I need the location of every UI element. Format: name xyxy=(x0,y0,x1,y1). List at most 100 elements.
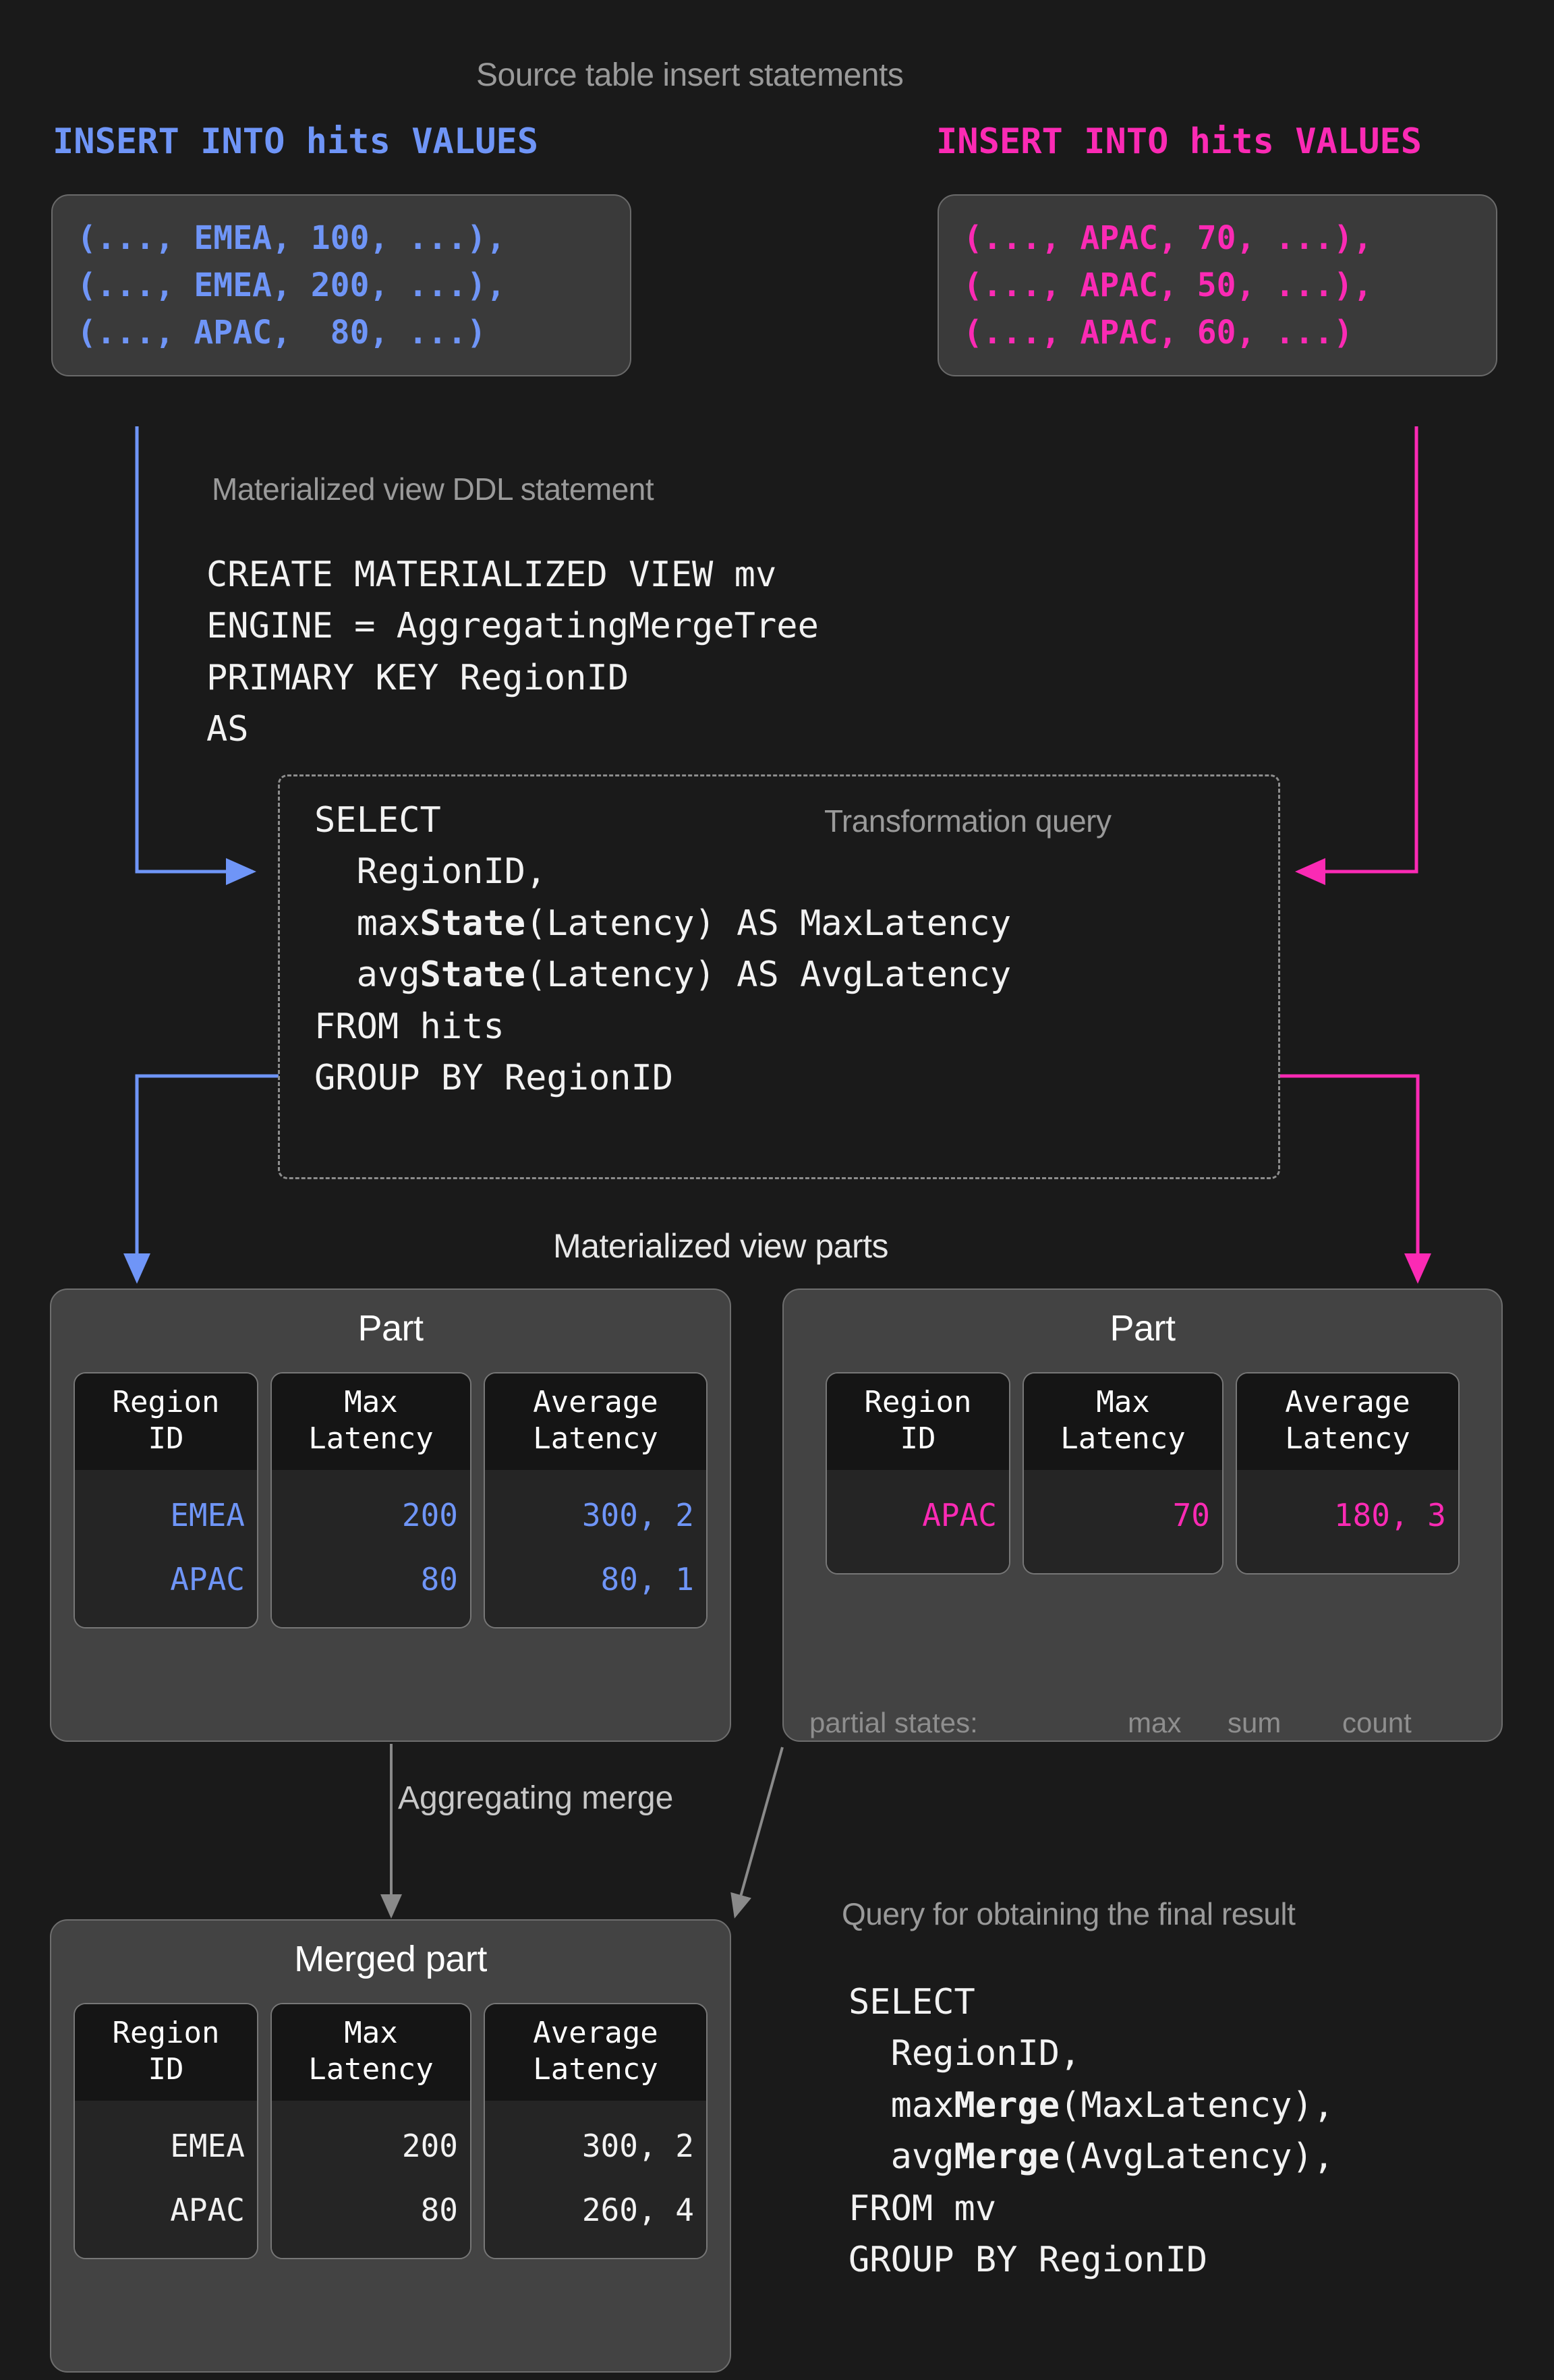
tq-line-from: FROM hits xyxy=(314,1006,505,1047)
column-body-max-latency: 200 80 xyxy=(272,1470,470,1627)
column-body-region-id: APAC xyxy=(827,1470,1009,1573)
tq-line-regionid: RegionID, xyxy=(314,851,547,893)
insert-right-box: (..., APAC, 70, ...), (..., APAC, 50, ..… xyxy=(938,194,1497,377)
cell-max-latency-row-1: 200 xyxy=(401,2128,458,2165)
column-header-average-latency: Average Latency xyxy=(485,2004,706,2101)
part-right: Part Region ID APAC Max Latency 70 Avera… xyxy=(782,1288,1503,1742)
tq-max-bold: State xyxy=(420,903,526,944)
ddl-line-3: PRIMARY KEY RegionID xyxy=(206,657,629,698)
cell-average-latency-row-2: 260, 4 xyxy=(581,2191,694,2228)
cell-region-id-row-1: EMEA xyxy=(170,1497,245,1534)
ddl-code-block: CREATE MATERIALIZED VIEW mv ENGINE = Agg… xyxy=(206,549,819,756)
cell-region-id-row-2: APAC xyxy=(170,1560,245,1597)
ddl-line-4: AS xyxy=(206,709,249,750)
merged-part-title: Merged part xyxy=(294,1939,487,1979)
tq-avg-bold: State xyxy=(420,955,526,996)
insert-right-line-2: (..., APAC, 50, ...), xyxy=(963,266,1373,305)
column-average-latency: Average Latency 300, 2 260, 4 xyxy=(484,2003,708,2259)
final-query-code: SELECT RegionID, maxMerge(MaxLatency), a… xyxy=(848,1977,1334,2286)
column-body-average-latency: 300, 2 80, 1 xyxy=(485,1470,706,1627)
fq-avg-bold: Merge xyxy=(954,2136,1060,2178)
column-header-max-latency: Max Latency xyxy=(272,2004,470,2101)
column-header-region-id: Region ID xyxy=(827,1373,1009,1471)
column-average-latency: Average Latency 180, 3 xyxy=(1236,1372,1460,1575)
column-region-id: Region ID APAC xyxy=(826,1372,1010,1575)
ddl-caption: Materialized view DDL statement xyxy=(212,472,654,507)
part-left-columns: Region ID EMEA APAC Max Latency 200 80 A… xyxy=(69,1372,712,1628)
cell-average-latency-row-1: 180, 3 xyxy=(1333,1497,1446,1534)
mv-parts-title: Materialized view parts xyxy=(553,1227,889,1265)
cell-region-id-row-2: APAC xyxy=(170,2191,245,2228)
column-body-region-id: EMEA APAC xyxy=(75,1470,257,1627)
tq-line-maxstate: maxState(Latency) AS MaxLatency xyxy=(314,898,1012,949)
fq-max-bold: Merge xyxy=(954,2085,1060,2126)
tq-avg-suffix: (Latency) AS AvgLatency xyxy=(525,955,1012,996)
fq-max-prefix: max xyxy=(848,2085,954,2126)
fq-line-from: FROM mv xyxy=(848,2188,997,2229)
partial-state-max: max xyxy=(1128,1707,1182,1738)
part-right-title: Part xyxy=(1110,1308,1176,1349)
insert-right-line-3: (..., APAC, 60, ...) xyxy=(963,314,1353,352)
column-header-max-latency: Max Latency xyxy=(272,1373,470,1471)
arrow-query-to-part-right xyxy=(1278,1074,1431,1284)
column-body-average-latency: 300, 2 260, 4 xyxy=(485,2101,706,2258)
insert-left-header: INSERT INTO hits VALUES xyxy=(53,121,539,162)
tq-line-groupby: GROUP BY RegionID xyxy=(314,1058,674,1099)
fq-max-suffix: (MaxLatency), xyxy=(1060,2085,1335,2126)
cell-average-latency-row-2: 80, 1 xyxy=(600,1560,694,1597)
ddl-line-1: CREATE MATERIALIZED VIEW mv xyxy=(206,555,777,595)
tq-line-select: SELECT xyxy=(314,800,441,841)
part-right-columns: Region ID APAC Max Latency 70 Average La… xyxy=(801,1372,1484,1575)
fq-line-avgmerge: avgMerge(AvgLatency), xyxy=(848,2131,1334,2182)
column-header-max-latency: Max Latency xyxy=(1024,1373,1222,1471)
arrow-query-to-part-left xyxy=(123,1074,279,1284)
fq-line-regionid: RegionID, xyxy=(848,2033,1081,2074)
insert-left-line-1: (..., EMEA, 100, ...), xyxy=(77,219,506,257)
cell-max-latency-row-1: 200 xyxy=(401,1497,458,1534)
column-body-average-latency: 180, 3 xyxy=(1237,1470,1458,1573)
cell-region-id-row-1: EMEA xyxy=(170,2128,245,2165)
column-header-average-latency: Average Latency xyxy=(1237,1373,1458,1471)
tq-max-suffix: (Latency) AS MaxLatency xyxy=(525,903,1012,944)
column-body-region-id: EMEA APAC xyxy=(75,2101,257,2258)
final-query-caption: Query for obtaining the final result xyxy=(842,1896,1296,1931)
insert-left-line-3: (..., APAC, 80, ...) xyxy=(77,314,486,352)
transformation-query-code: SELECT RegionID, maxState(Latency) AS Ma… xyxy=(314,795,1011,1104)
insert-right-header: INSERT INTO hits VALUES xyxy=(936,121,1422,162)
tq-max-prefix: max xyxy=(314,903,420,944)
column-region-id: Region ID EMEA APAC xyxy=(74,2003,258,2259)
fq-avg-suffix: (AvgLatency), xyxy=(1060,2136,1335,2178)
tq-avg-prefix: avg xyxy=(314,955,420,996)
column-header-average-latency: Average Latency xyxy=(485,1373,706,1471)
insert-right-line-1: (..., APAC, 70, ...), xyxy=(963,219,1373,257)
cell-average-latency-row-1: 300, 2 xyxy=(581,2128,694,2165)
cell-max-latency-row-1: 70 xyxy=(1172,1497,1210,1534)
cell-max-latency-row-2: 80 xyxy=(420,1560,458,1597)
insert-left-box: (..., EMEA, 100, ...), (..., EMEA, 200, … xyxy=(51,194,631,377)
fq-line-maxmerge: maxMerge(MaxLatency), xyxy=(848,2080,1334,2131)
fq-line-groupby: GROUP BY RegionID xyxy=(848,2240,1208,2281)
merged-part-columns: Region ID EMEA APAC Max Latency 200 80 A… xyxy=(69,2003,712,2259)
arrow-insert-right-to-query xyxy=(1295,426,1418,885)
column-body-max-latency: 200 80 xyxy=(272,2101,470,2258)
cell-average-latency-row-1: 300, 2 xyxy=(581,1497,694,1534)
column-max-latency: Max Latency 70 xyxy=(1023,1372,1224,1575)
tq-line-avgstate: avgState(Latency) AS AvgLatency xyxy=(314,949,1012,1000)
merged-part: Merged part Region ID EMEA APAC Max Late… xyxy=(50,1919,731,2373)
column-header-region-id: Region ID xyxy=(75,1373,257,1471)
partial-states-label: partial states: xyxy=(809,1707,978,1738)
column-max-latency: Max Latency 200 80 xyxy=(270,2003,471,2259)
ddl-line-2: ENGINE = AggregatingMergeTree xyxy=(206,606,819,647)
aggregating-merge-label: Aggregating merge xyxy=(398,1780,674,1816)
arrow-part-right-to-merged xyxy=(730,1747,784,1919)
column-body-max-latency: 70 xyxy=(1024,1470,1222,1573)
transformation-query-box xyxy=(278,774,1280,1179)
fq-avg-prefix: avg xyxy=(848,2136,954,2178)
column-header-region-id: Region ID xyxy=(75,2004,257,2101)
page-title: Source table insert statements xyxy=(476,57,904,93)
insert-left-line-2: (..., EMEA, 200, ...), xyxy=(77,266,506,305)
cell-region-id-row-1: APAC xyxy=(922,1497,997,1534)
column-average-latency: Average Latency 300, 2 80, 1 xyxy=(484,1372,708,1628)
partial-state-sum: sum xyxy=(1228,1707,1282,1738)
